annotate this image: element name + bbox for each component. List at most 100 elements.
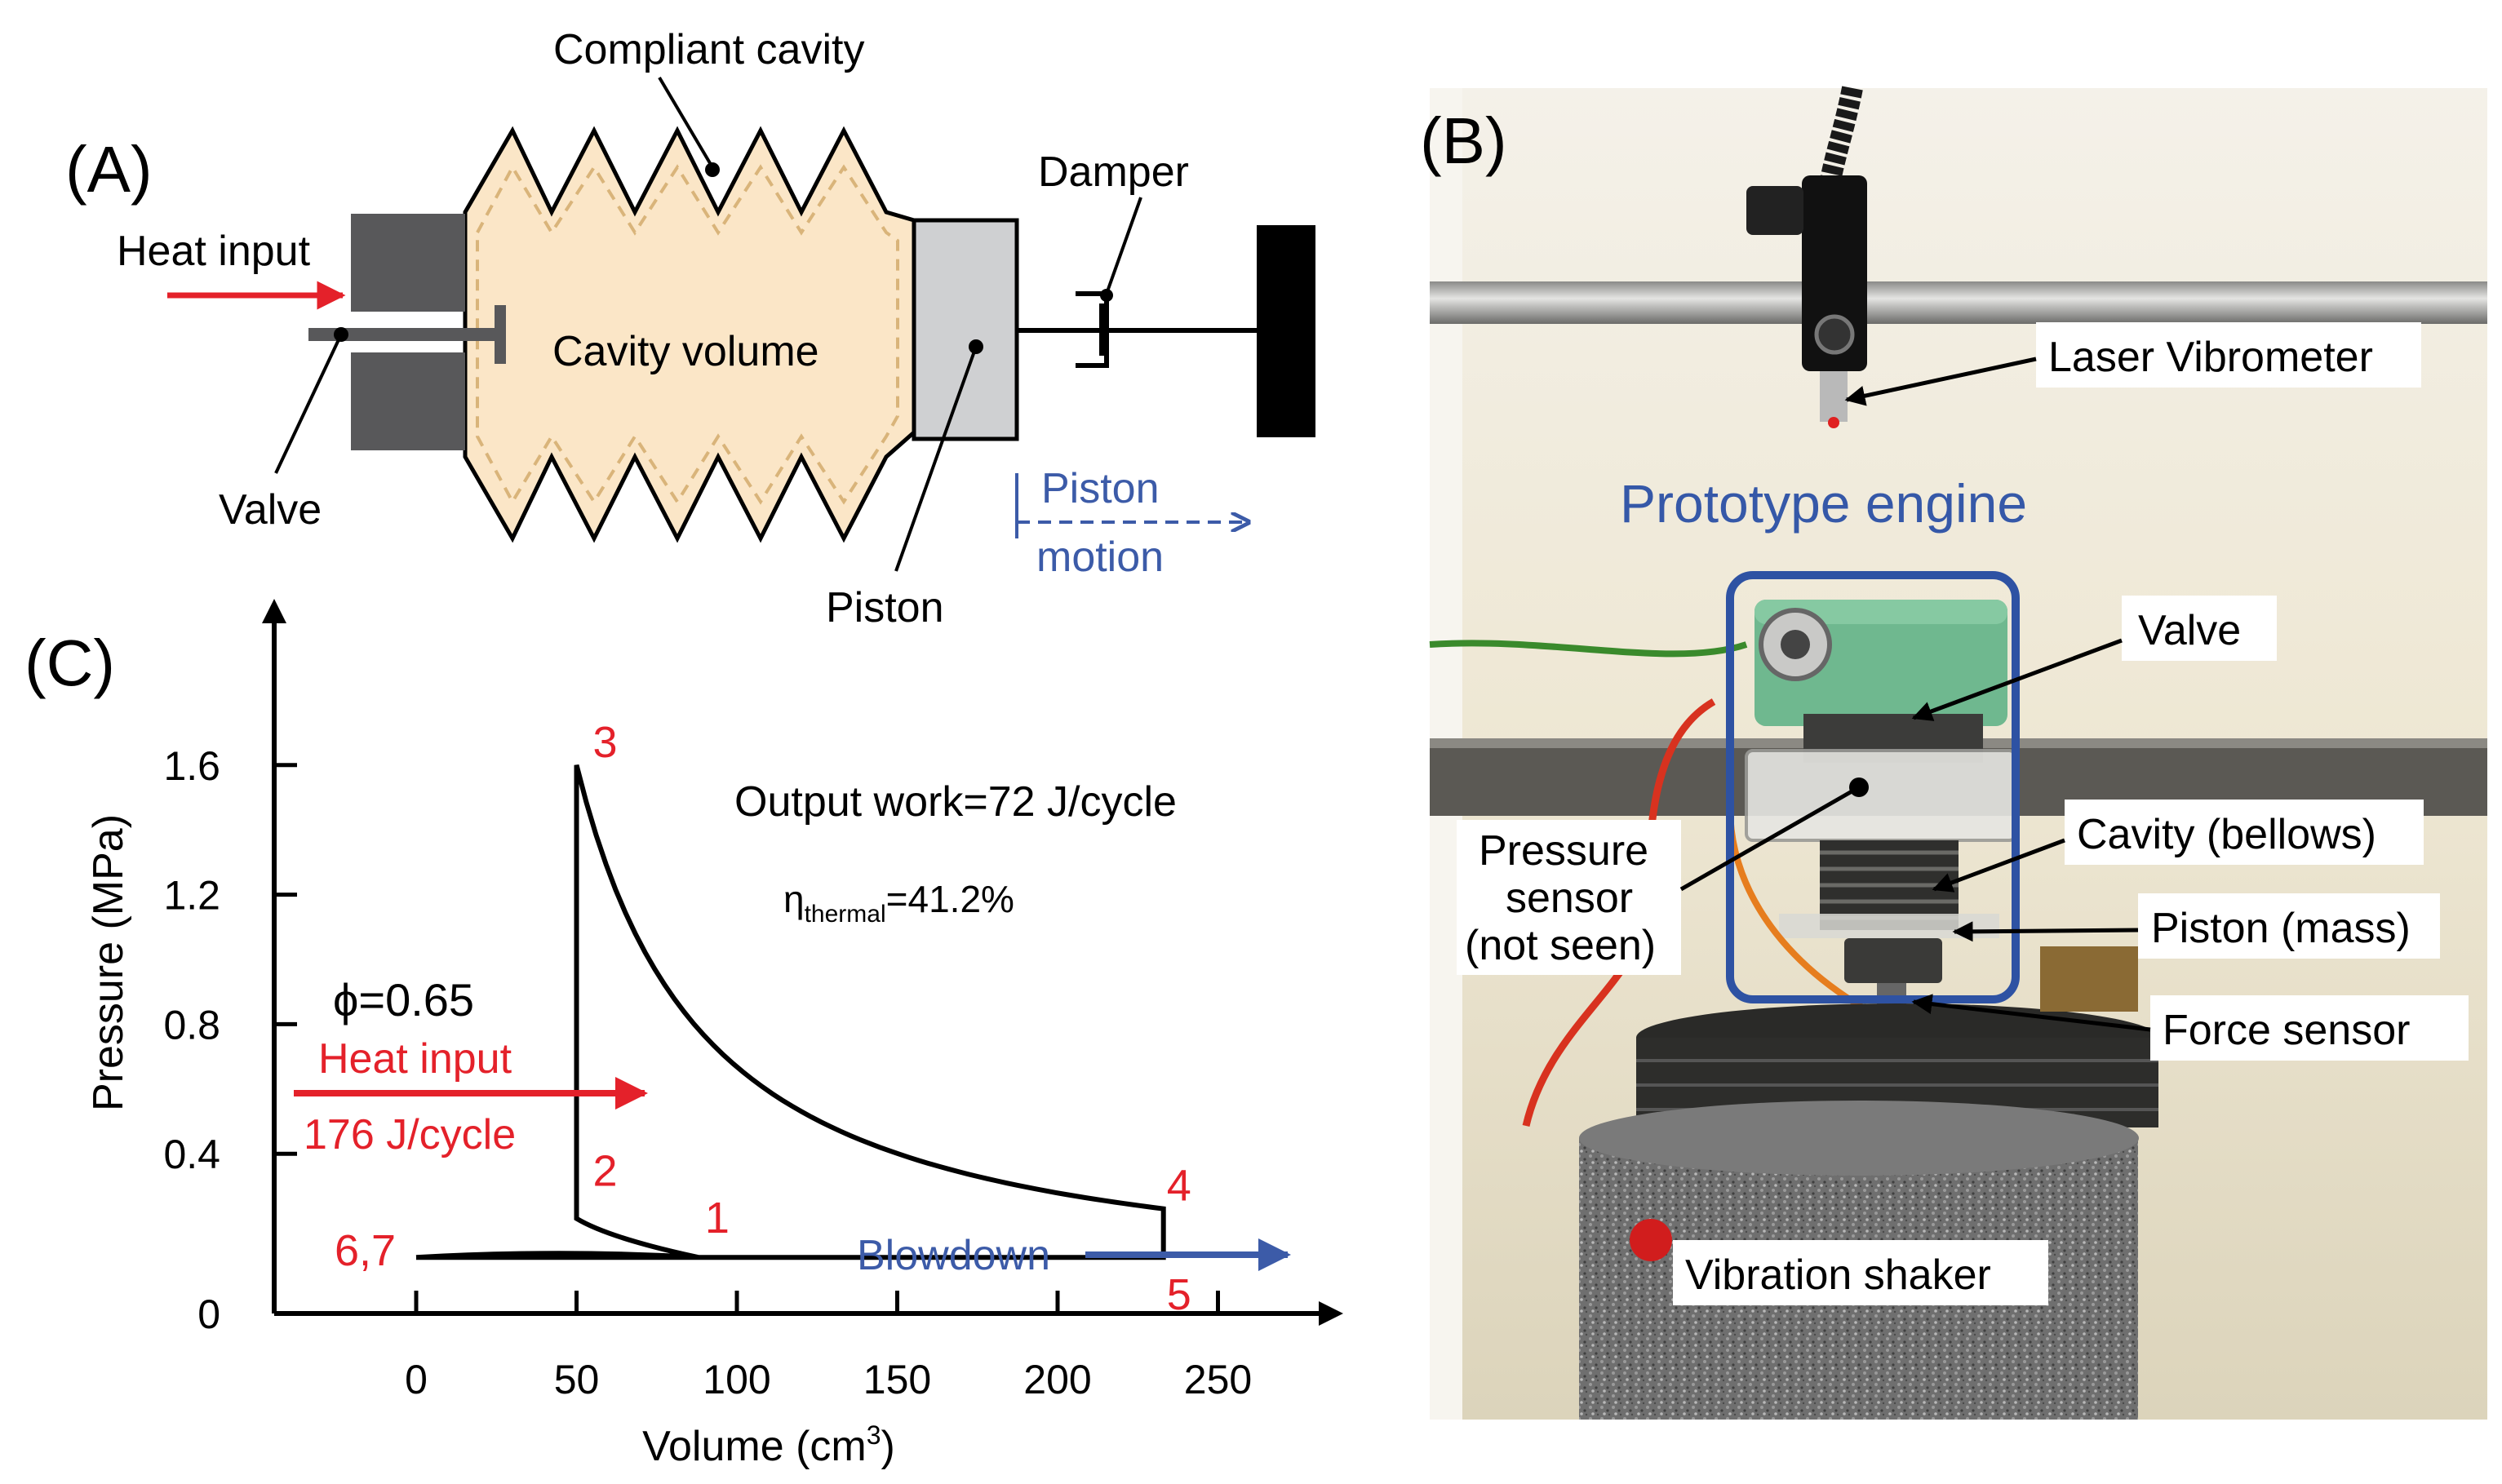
damper-leader — [1105, 197, 1142, 295]
cycle-point-label: 2 — [593, 1147, 618, 1196]
photo-right-bracket — [2040, 946, 2138, 1012]
heat-input-amount-c: 176 J/cycle — [304, 1111, 516, 1158]
cavity-bellows-arrow — [1932, 838, 2065, 893]
fixed-wall — [1257, 225, 1315, 437]
y-tick-label: 0 — [197, 1291, 220, 1337]
photo-vibrometer-knob — [1746, 186, 1803, 235]
x-axis-label-main: Volume (cm — [642, 1423, 867, 1470]
valve-block-top — [351, 214, 465, 312]
piston-label: Piston — [826, 584, 944, 631]
panel-b: (B) Prototype engine Laser Vibrometer Va… — [1420, 86, 2487, 1420]
prototype-engine-title: Prototype engine — [1620, 473, 2027, 534]
photo-vibrometer-clamp — [1802, 175, 1867, 371]
pressure-sensor-label-2: sensor — [1506, 875, 1633, 922]
cycle-point-label: 1 — [705, 1194, 730, 1243]
piston-mass-arrow — [1952, 921, 2139, 942]
piston-motion-label-1: Piston — [1041, 465, 1160, 512]
prototype-engine-box — [1726, 571, 2020, 1003]
piston-motion-label-2: motion — [1036, 534, 1164, 581]
cavity-bellows-label: Cavity (bellows) — [2077, 811, 2376, 858]
compliant-cavity-label: Compliant cavity — [553, 26, 864, 73]
pressure-sensor-label-3: (not seen) — [1465, 922, 1656, 969]
piston-mass-label: Piston (mass) — [2151, 905, 2411, 952]
y-tick-label: 1.2 — [163, 873, 220, 919]
x-axis-label: Volume (cm3) — [642, 1420, 895, 1470]
piston-block — [912, 218, 1019, 441]
cavity-volume-label: Cavity volume — [552, 328, 819, 375]
photo-shaker-top — [1579, 1101, 2139, 1176]
phi-label: ϕ=0.65 — [333, 974, 474, 1026]
cavity-bellows-label-bg — [2065, 800, 2424, 865]
blowdown-label: Blowdown — [857, 1232, 1050, 1279]
vibration-shaker-label: Vibration shaker — [1685, 1251, 1991, 1299]
x-axis-label-sup: 3 — [867, 1420, 881, 1450]
panel-b-label: (B) — [1420, 104, 1507, 177]
damper-cylinder — [1076, 291, 1109, 368]
cycle-point-labels: 1 2 3 4 5 6,7 — [335, 718, 1191, 1319]
force-sensor-label-bg — [2150, 995, 2469, 1061]
force-sensor-arrow — [1911, 994, 2151, 1032]
valve-block-bottom — [351, 352, 465, 450]
x-tick-label: 100 — [703, 1357, 770, 1402]
laser-vibrometer-label: Laser Vibrometer — [2048, 334, 2373, 381]
x-tick-label: 250 — [1184, 1357, 1252, 1402]
panel-a: (A) Heat input Cavity volume Compliant c… — [65, 26, 1315, 631]
cycle-point-label: 3 — [593, 718, 618, 767]
photo-piston-mass — [1844, 938, 1942, 983]
photo-vibrometer-tip — [1820, 371, 1848, 422]
photo-lower-acrylic — [1779, 914, 1999, 938]
x-tick-label: 50 — [554, 1357, 600, 1402]
photo-red-sticker — [1630, 1219, 1672, 1261]
compliant-cavity-dot — [705, 162, 720, 177]
bellows-inner-dash — [476, 163, 899, 506]
valve-arrow-b — [1911, 638, 2123, 721]
laser-vibrometer-arrow — [1844, 357, 2037, 406]
valve-label-b: Valve — [2138, 607, 2241, 654]
photo-green-wire — [1429, 640, 1748, 658]
cycle-point-label: 4 — [1167, 1162, 1191, 1211]
valve-stem — [308, 328, 501, 341]
photo-laser-dot — [1828, 417, 1839, 428]
laser-vibrometer-label-bg — [2036, 322, 2421, 388]
y-ticks: 00.40.81.21.6 — [163, 743, 297, 1337]
valve-label-a: Valve — [219, 486, 322, 534]
x-ticks: 0 50 100 150 200 250 — [405, 1291, 1252, 1402]
output-work-label: Output work=72 J/cycle — [734, 778, 1177, 826]
x-axis-label-end: ) — [881, 1423, 895, 1470]
valve-label-b-bg — [2122, 596, 2277, 661]
panel-c-label: (C) — [24, 627, 115, 699]
photo-vibrometer-lens — [1814, 314, 1855, 355]
piston-leader — [894, 346, 978, 572]
valve-head — [495, 305, 506, 364]
heat-input-label-c: Heat input — [318, 1035, 512, 1083]
cycle-point-label: 5 — [1167, 1270, 1191, 1319]
pressure-sensor-dot — [1849, 777, 1869, 797]
pressure-sensor-label-bg — [1457, 820, 1681, 975]
y-tick-label: 1.6 — [163, 743, 220, 789]
cycle-point-label: 6,7 — [335, 1226, 396, 1275]
force-sensor-label: Force sensor — [2163, 1007, 2410, 1054]
efficiency-eta: η — [783, 878, 805, 920]
efficiency-label: ηthermal=41.2% — [783, 878, 1014, 928]
efficiency-sub: thermal — [805, 901, 886, 928]
damper-label: Damper — [1038, 148, 1189, 196]
y-axis-label: Pressure (MPa) — [85, 814, 132, 1111]
valve-leader — [274, 334, 343, 474]
x-tick-label: 0 — [405, 1357, 428, 1402]
compliant-cavity-leader — [658, 76, 714, 169]
heat-input-label-a: Heat input — [117, 228, 311, 275]
panel-a-label: (A) — [65, 133, 153, 206]
x-tick-label: 150 — [863, 1357, 931, 1402]
pressure-sensor-label-1: Pressure — [1479, 827, 1648, 875]
x-tick-label: 200 — [1023, 1357, 1091, 1402]
vibration-shaker-label-bg — [1673, 1240, 2048, 1305]
efficiency-value: =41.2% — [886, 878, 1014, 920]
pv-cycle-curve — [415, 764, 1166, 1260]
y-tick-label: 0.8 — [163, 1002, 220, 1048]
photo — [1429, 86, 2487, 1420]
pressure-sensor-leader — [1679, 785, 1861, 892]
photo-solenoid-fitting-hole — [1781, 630, 1810, 659]
photo-rod — [1430, 281, 2487, 324]
